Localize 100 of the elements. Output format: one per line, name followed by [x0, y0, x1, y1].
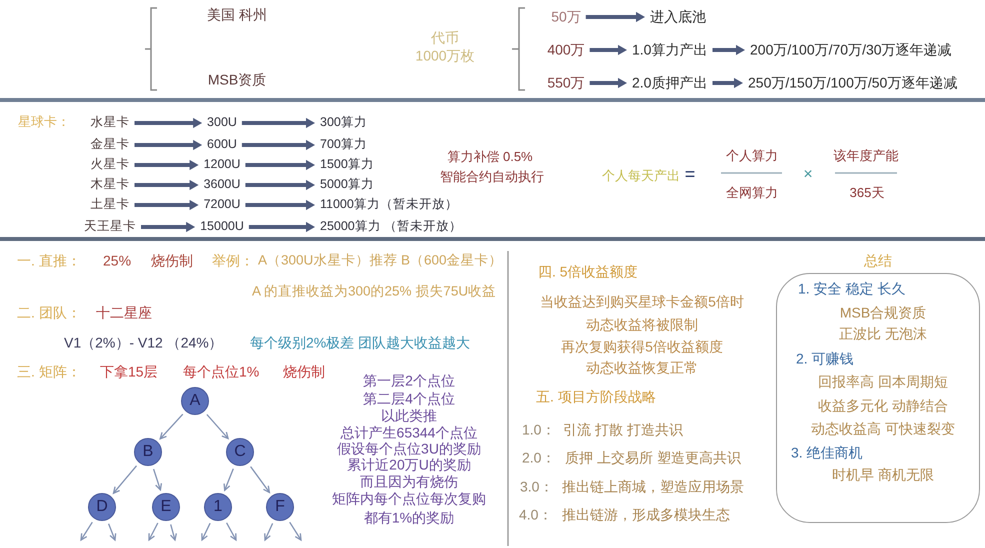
arrow [148, 522, 158, 541]
step-text: 质押 上交易所 塑造更高共识 [565, 449, 741, 467]
stage-text: 2.0质押产出 [632, 74, 708, 92]
price-text: 3600U [204, 177, 240, 193]
step-text: 推出链上商城，塑造应用场景 [562, 478, 744, 496]
point-heading: 3. 绝佳商机 [791, 444, 863, 462]
point-text: 动态收益高 可快速裂变 [811, 420, 955, 438]
note-text: 而且因为有烧伤 [360, 473, 458, 491]
arrow [242, 118, 315, 128]
card-name: 木星卡 [90, 177, 130, 193]
amount-text: 400万 [547, 41, 585, 59]
step-number: 4.0： [519, 506, 552, 524]
section-label: 一. 直推： [17, 252, 81, 270]
schedule-text: 250万/150万/100万/50万逐年递减 [748, 74, 958, 92]
rule-text: 每个点位1% [183, 363, 260, 381]
price-text: 600U [207, 137, 237, 153]
formula-term: 365天 [850, 184, 884, 202]
arrow [586, 12, 645, 22]
arrow [226, 522, 237, 541]
example-text: A 的直推收益为300的25% 损失75U收益 [252, 284, 496, 300]
arrow [160, 414, 184, 440]
note-text: 累计近20万U的奖励 [347, 456, 471, 474]
point-heading: 1. 安全 稳定 长久 [798, 280, 906, 298]
step-number: 1.0： [522, 421, 556, 439]
arrow [134, 118, 202, 128]
amount-text: 550万 [547, 74, 585, 92]
example-label: 举例： [212, 252, 254, 270]
arrow [289, 522, 302, 541]
arrow [248, 222, 315, 232]
note-text: 再次复购获得5倍收益额度 [561, 338, 723, 356]
output-text: 1500算力 [320, 157, 374, 173]
section-label: 四. 5倍收益额度 [538, 263, 638, 281]
step-number: 3.0： [520, 478, 554, 496]
price-text: 15000U [200, 219, 244, 235]
formula-term: 全网算力 [726, 184, 778, 202]
card-name: 金星卡 [90, 137, 130, 153]
point-text: 时机早 商机无限 [832, 466, 934, 484]
arrow [206, 414, 229, 440]
formula-term: 个人算力 [726, 148, 778, 164]
note-text: 第二层4个点位 [363, 390, 455, 408]
point-text: 回报率高 回本周期短 [818, 373, 948, 391]
arrow [712, 78, 743, 88]
rule-text: 下拿15层 [100, 363, 158, 381]
step-number: 2.0： [522, 449, 556, 467]
arrow [223, 468, 234, 491]
panel-heading: 总结 [864, 252, 892, 270]
section-label: 五. 项目方阶段战略 [536, 388, 656, 406]
output-text: 11000算力（暂未开放） [320, 197, 458, 213]
tree-node-circle: 1 [204, 493, 232, 521]
output-text: 300算力 [320, 115, 367, 131]
amount-text: 50万 [551, 8, 581, 26]
arrow [590, 78, 627, 88]
point-text: MSB合规资质 [840, 304, 926, 322]
arrow [141, 222, 196, 232]
arrow [245, 160, 315, 170]
step-text: 引流 打散 打造共识 [563, 421, 683, 439]
note-text: 动态收益将被限制 [586, 316, 698, 334]
arrow [245, 180, 315, 190]
point-heading: 2. 可赚钱 [796, 350, 854, 368]
stage-text: 1.0算力产出 [632, 41, 708, 59]
point-text: 收益多元化 动静结合 [818, 397, 948, 415]
times-sign: × [803, 165, 813, 185]
note-text: 每个级别2%极差 团队越大收益越大 [250, 334, 470, 352]
arrow [80, 522, 93, 541]
formula-term: 个人每天产出 [602, 168, 680, 184]
arrow [108, 523, 116, 541]
price-text: 300U [207, 115, 237, 131]
card-name: 火星卡 [90, 157, 130, 173]
arrow [712, 44, 745, 56]
arrow [112, 465, 137, 494]
example-text: A（300U水星卡）推荐 B（600金星卡） [258, 252, 503, 270]
note-text: 智能合约自动执行 [440, 168, 544, 186]
note-text: 动态收益恢复正常 [586, 359, 698, 377]
arrow [201, 522, 211, 541]
point-text: 正波比 无泡沫 [839, 325, 927, 343]
section-label: 二. 团队： [17, 304, 81, 322]
section-label: 三. 矩阵： [17, 363, 81, 381]
arrow [134, 160, 199, 170]
note-text: 矩阵内每个点位每次复购 [332, 490, 486, 508]
arrow [170, 524, 177, 541]
output-text: 25000算力 （暂未开放） [320, 219, 462, 235]
output-text: 5000算力 [320, 177, 374, 193]
tree-node-circle: D [88, 493, 116, 521]
arrow [590, 44, 627, 56]
note-text: 假设每个点位3U的奖励 [337, 440, 481, 458]
note-text: 总计产生65344个点位 [340, 424, 478, 442]
note-text: 当收益达到购买星球卡金额5倍时 [540, 293, 744, 311]
note-text: 算力补偿 0.5% [447, 148, 533, 166]
arrow [264, 523, 274, 541]
rule-text: 烧伤制 [283, 363, 325, 381]
tree-node-circle: E [152, 493, 180, 521]
arrow [134, 200, 199, 210]
arrow [152, 468, 162, 491]
token-text: 代币 1000万枚 [414, 30, 476, 64]
tree-node-circle: B [134, 438, 162, 466]
arrow [134, 140, 202, 150]
arrow [134, 180, 199, 190]
card-name: 土星卡 [90, 197, 130, 213]
team-text: 十二星座 [96, 304, 152, 322]
section-label: 星球卡： [18, 114, 70, 130]
